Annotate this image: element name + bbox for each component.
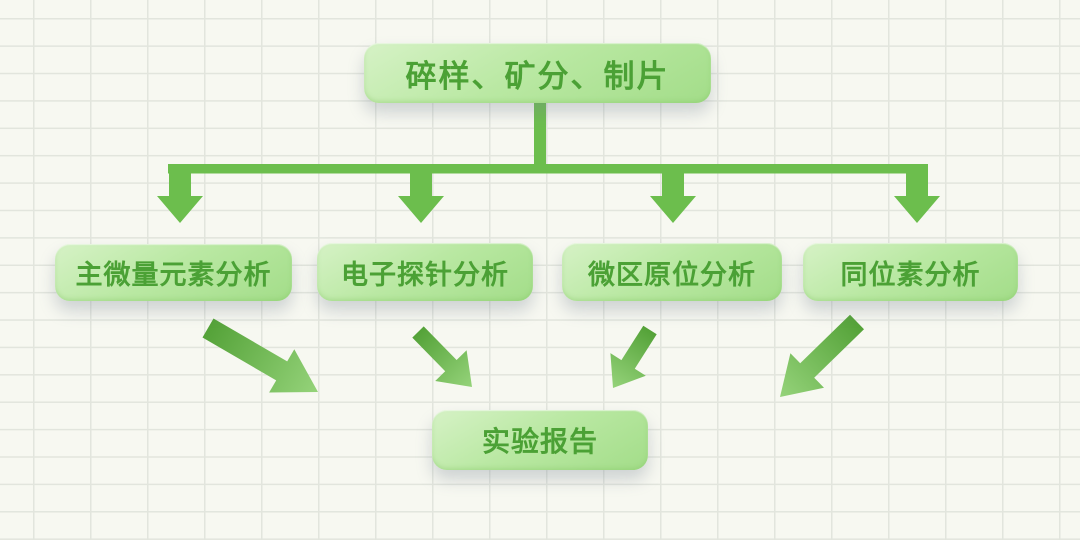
node-electron-probe: 电子探针分析 — [317, 243, 533, 301]
down-arrow-4 — [894, 164, 940, 223]
connector-bar — [168, 164, 928, 174]
node-micro-in-situ: 微区原位分析 — [562, 243, 782, 301]
diag-arrow-4 — [780, 314, 864, 397]
node-root: 碎样、矿分、制片 — [364, 43, 711, 103]
down-arrow-3 — [650, 164, 696, 223]
diag-arrow-2 — [412, 326, 472, 387]
diag-arrow-3 — [610, 325, 657, 388]
connector-stub — [534, 101, 546, 173]
node-report: 实验报告 — [432, 410, 648, 470]
diag-arrow-1 — [202, 318, 318, 393]
node-major-trace-element: 主微量元素分析 — [55, 244, 292, 301]
down-arrow-2 — [398, 164, 444, 223]
node-isotope: 同位素分析 — [803, 243, 1018, 301]
down-arrow-1 — [157, 164, 203, 223]
